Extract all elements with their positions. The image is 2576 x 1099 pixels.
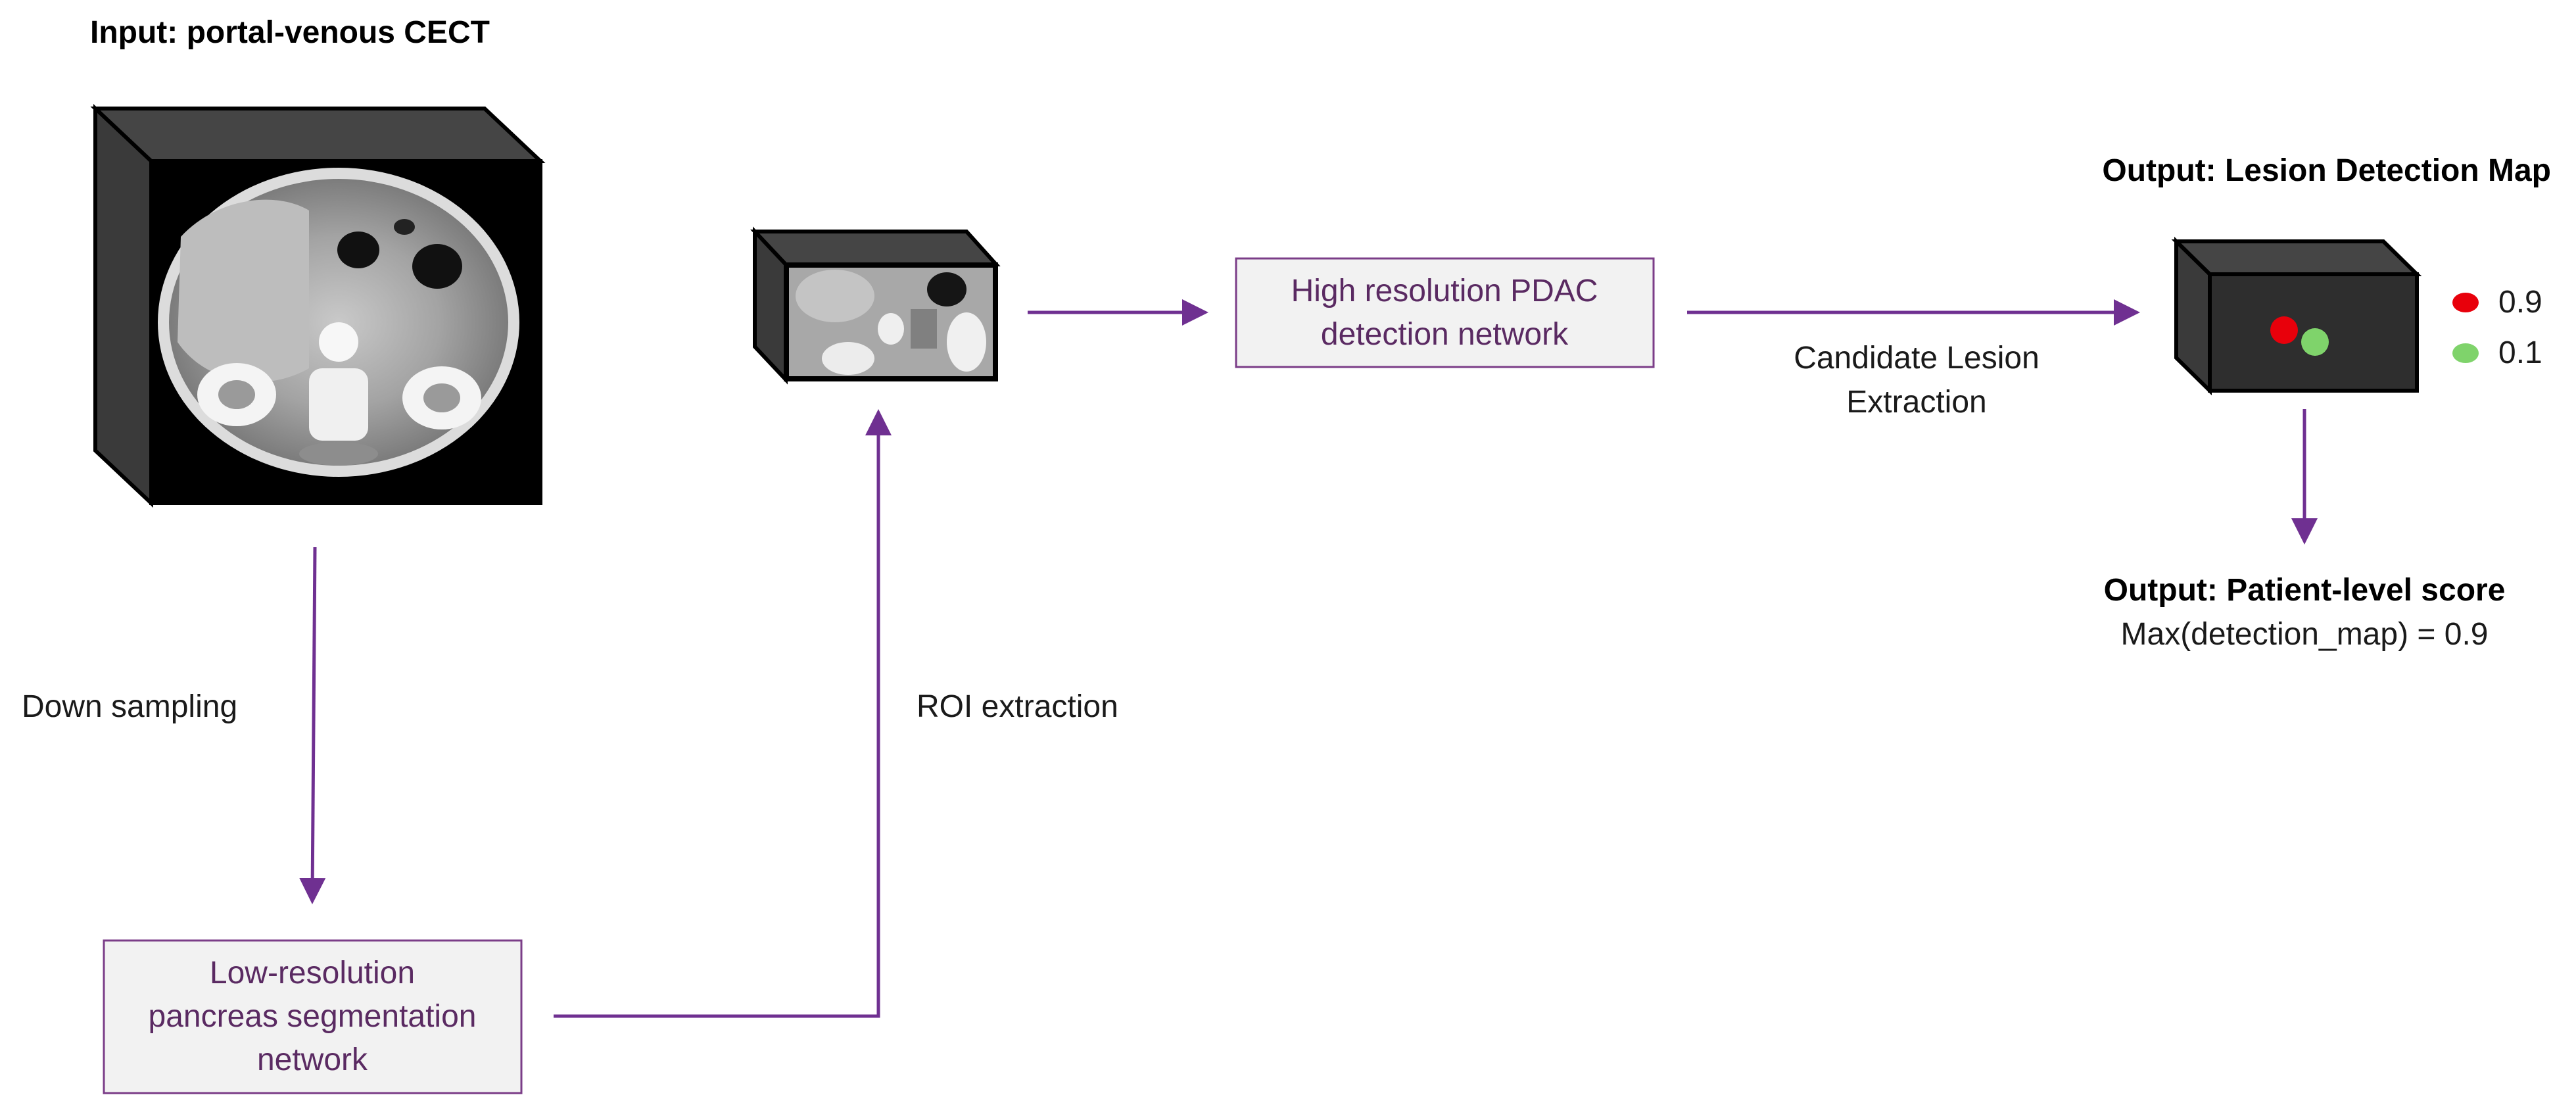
downsampling-label: Down sampling [22, 689, 237, 724]
output-score-formula: Max(detection_map) = 0.9 [2121, 617, 2489, 652]
detection-network-box: High resolution PDAC detection network [1235, 257, 1655, 368]
downsampling-arrow [299, 547, 326, 904]
input-title: Input: portal-venous CECT [90, 15, 490, 50]
roi-cube-top [750, 230, 1001, 266]
legend-label-high: 0.9 [2498, 285, 2542, 320]
segmentation-box-line1: Low-resolution [210, 956, 415, 990]
segmentation-box-rect [103, 939, 523, 1094]
input-ct-volume [90, 104, 546, 508]
candidate-label-line2: Extraction [1846, 385, 1986, 420]
roi-extraction-arrow [554, 409, 892, 1018]
lesion-detection-map-volume [2171, 236, 2422, 396]
segmentation-box-line3: network [257, 1042, 368, 1077]
legend-swatch-high [2452, 293, 2479, 312]
candidate-label-line1: Candidate Lesion [1794, 341, 2039, 376]
roi-slice-image [789, 268, 993, 376]
detection-box-rect [1235, 257, 1655, 368]
lesion-high-marker [2270, 316, 2298, 344]
segmentation-box-line2: pancreas segmentation [149, 999, 477, 1034]
ct-slice-image [158, 168, 519, 477]
lesion-low-marker [2301, 328, 2329, 356]
detection-box-line2: detection network [1321, 317, 1569, 352]
output-score-title: Output: Patient-level score [2104, 573, 2506, 608]
lesion-legend: 0.9 0.1 [2452, 285, 2542, 370]
map-cube-top [2171, 239, 2422, 276]
segmentation-network-box: Low-resolution pancreas segmentation net… [103, 939, 523, 1094]
input-cube-side [93, 104, 153, 508]
input-cube-top [90, 107, 546, 163]
legend-swatch-low [2452, 343, 2479, 363]
roi-volume [750, 226, 1001, 385]
detection-box-line1: High resolution PDAC [1291, 274, 1598, 308]
roi-extraction-label: ROI extraction [917, 689, 1118, 724]
output-map-title: Output: Lesion Detection Map [2102, 153, 2551, 188]
legend-label-low: 0.1 [2498, 335, 2542, 370]
